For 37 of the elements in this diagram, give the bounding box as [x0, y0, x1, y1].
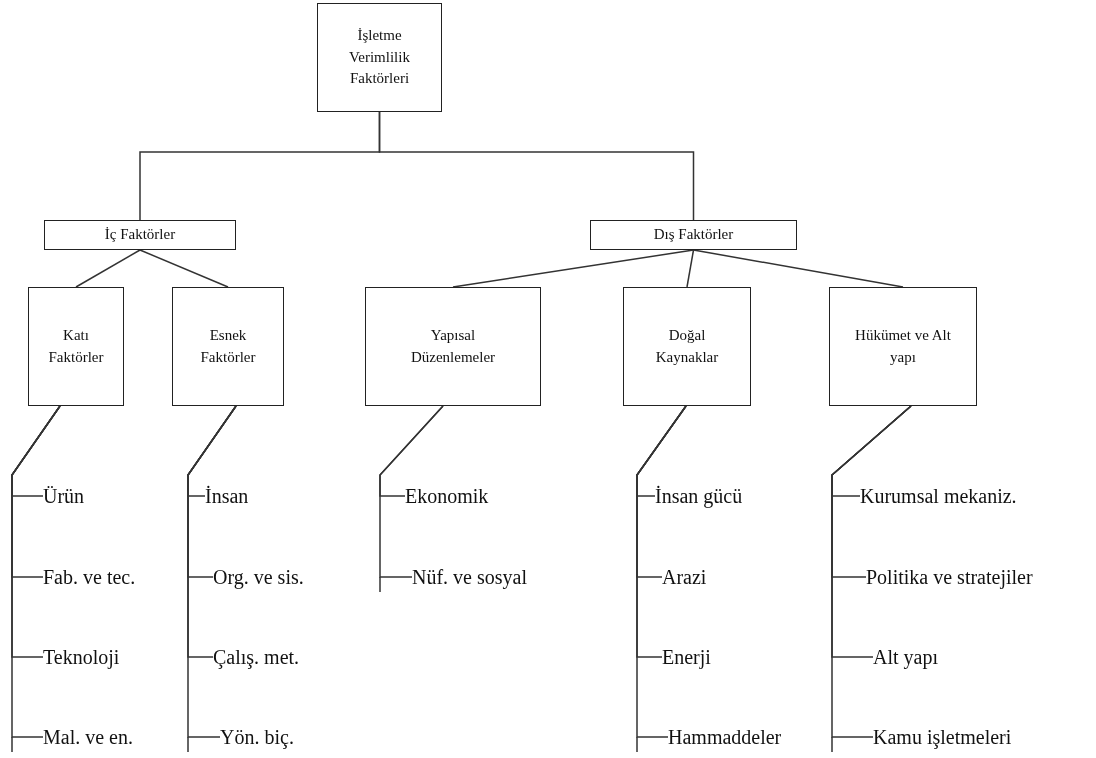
connector-line: [187, 405, 237, 738]
category-box: Esnek Faktörler: [172, 287, 284, 406]
connector-line: [139, 249, 229, 288]
factor-label: İnsan gücü: [655, 484, 743, 508]
factor-label: Nüf. ve sosyal: [412, 565, 527, 589]
factor-label: Yön. biç.: [220, 725, 294, 749]
factor-label: İnsan: [205, 484, 249, 508]
factor-label: Fab. ve tec.: [43, 565, 136, 589]
factor-label: Hammaddeler: [668, 725, 782, 749]
connector-line: [75, 249, 141, 288]
category-box: Hükümet ve Alt yapı: [829, 287, 977, 406]
factor-label: Teknoloji: [43, 645, 120, 669]
connector-line: [692, 249, 904, 288]
factor-label: Alt yapı: [873, 645, 938, 669]
connector-line: [378, 111, 695, 221]
category-box: Dış Faktörler: [590, 220, 797, 250]
category-box: Doğal Kaynaklar: [623, 287, 751, 406]
factor-label: Kurumsal mekaniz.: [860, 484, 1017, 508]
factor-label: Ekonomik: [405, 484, 489, 508]
category-box: Katı Faktörler: [28, 287, 124, 406]
connector-line: [636, 405, 687, 738]
factor-label: Ürün: [43, 484, 85, 508]
category-box: İşletme Verimlilik Faktörleri: [317, 3, 442, 112]
factor-label: Mal. ve en.: [43, 725, 133, 749]
connector-line: [452, 249, 695, 288]
category-box: İç Faktörler: [44, 220, 236, 250]
connector-line: [831, 405, 912, 738]
connector-line: [11, 405, 61, 738]
factor-label: Çalış. met.: [213, 645, 300, 669]
factor-label: Kamu işletmeleri: [873, 725, 1012, 749]
factor-label: Enerji: [662, 645, 711, 669]
connector-line: [379, 405, 444, 578]
category-box: Yapısal Düzenlemeler: [365, 287, 541, 406]
factor-label: Arazi: [662, 565, 707, 589]
factor-label: Politika ve stratejiler: [866, 565, 1033, 589]
connector-line: [686, 249, 695, 288]
factor-label: Org. ve sis.: [213, 565, 304, 589]
